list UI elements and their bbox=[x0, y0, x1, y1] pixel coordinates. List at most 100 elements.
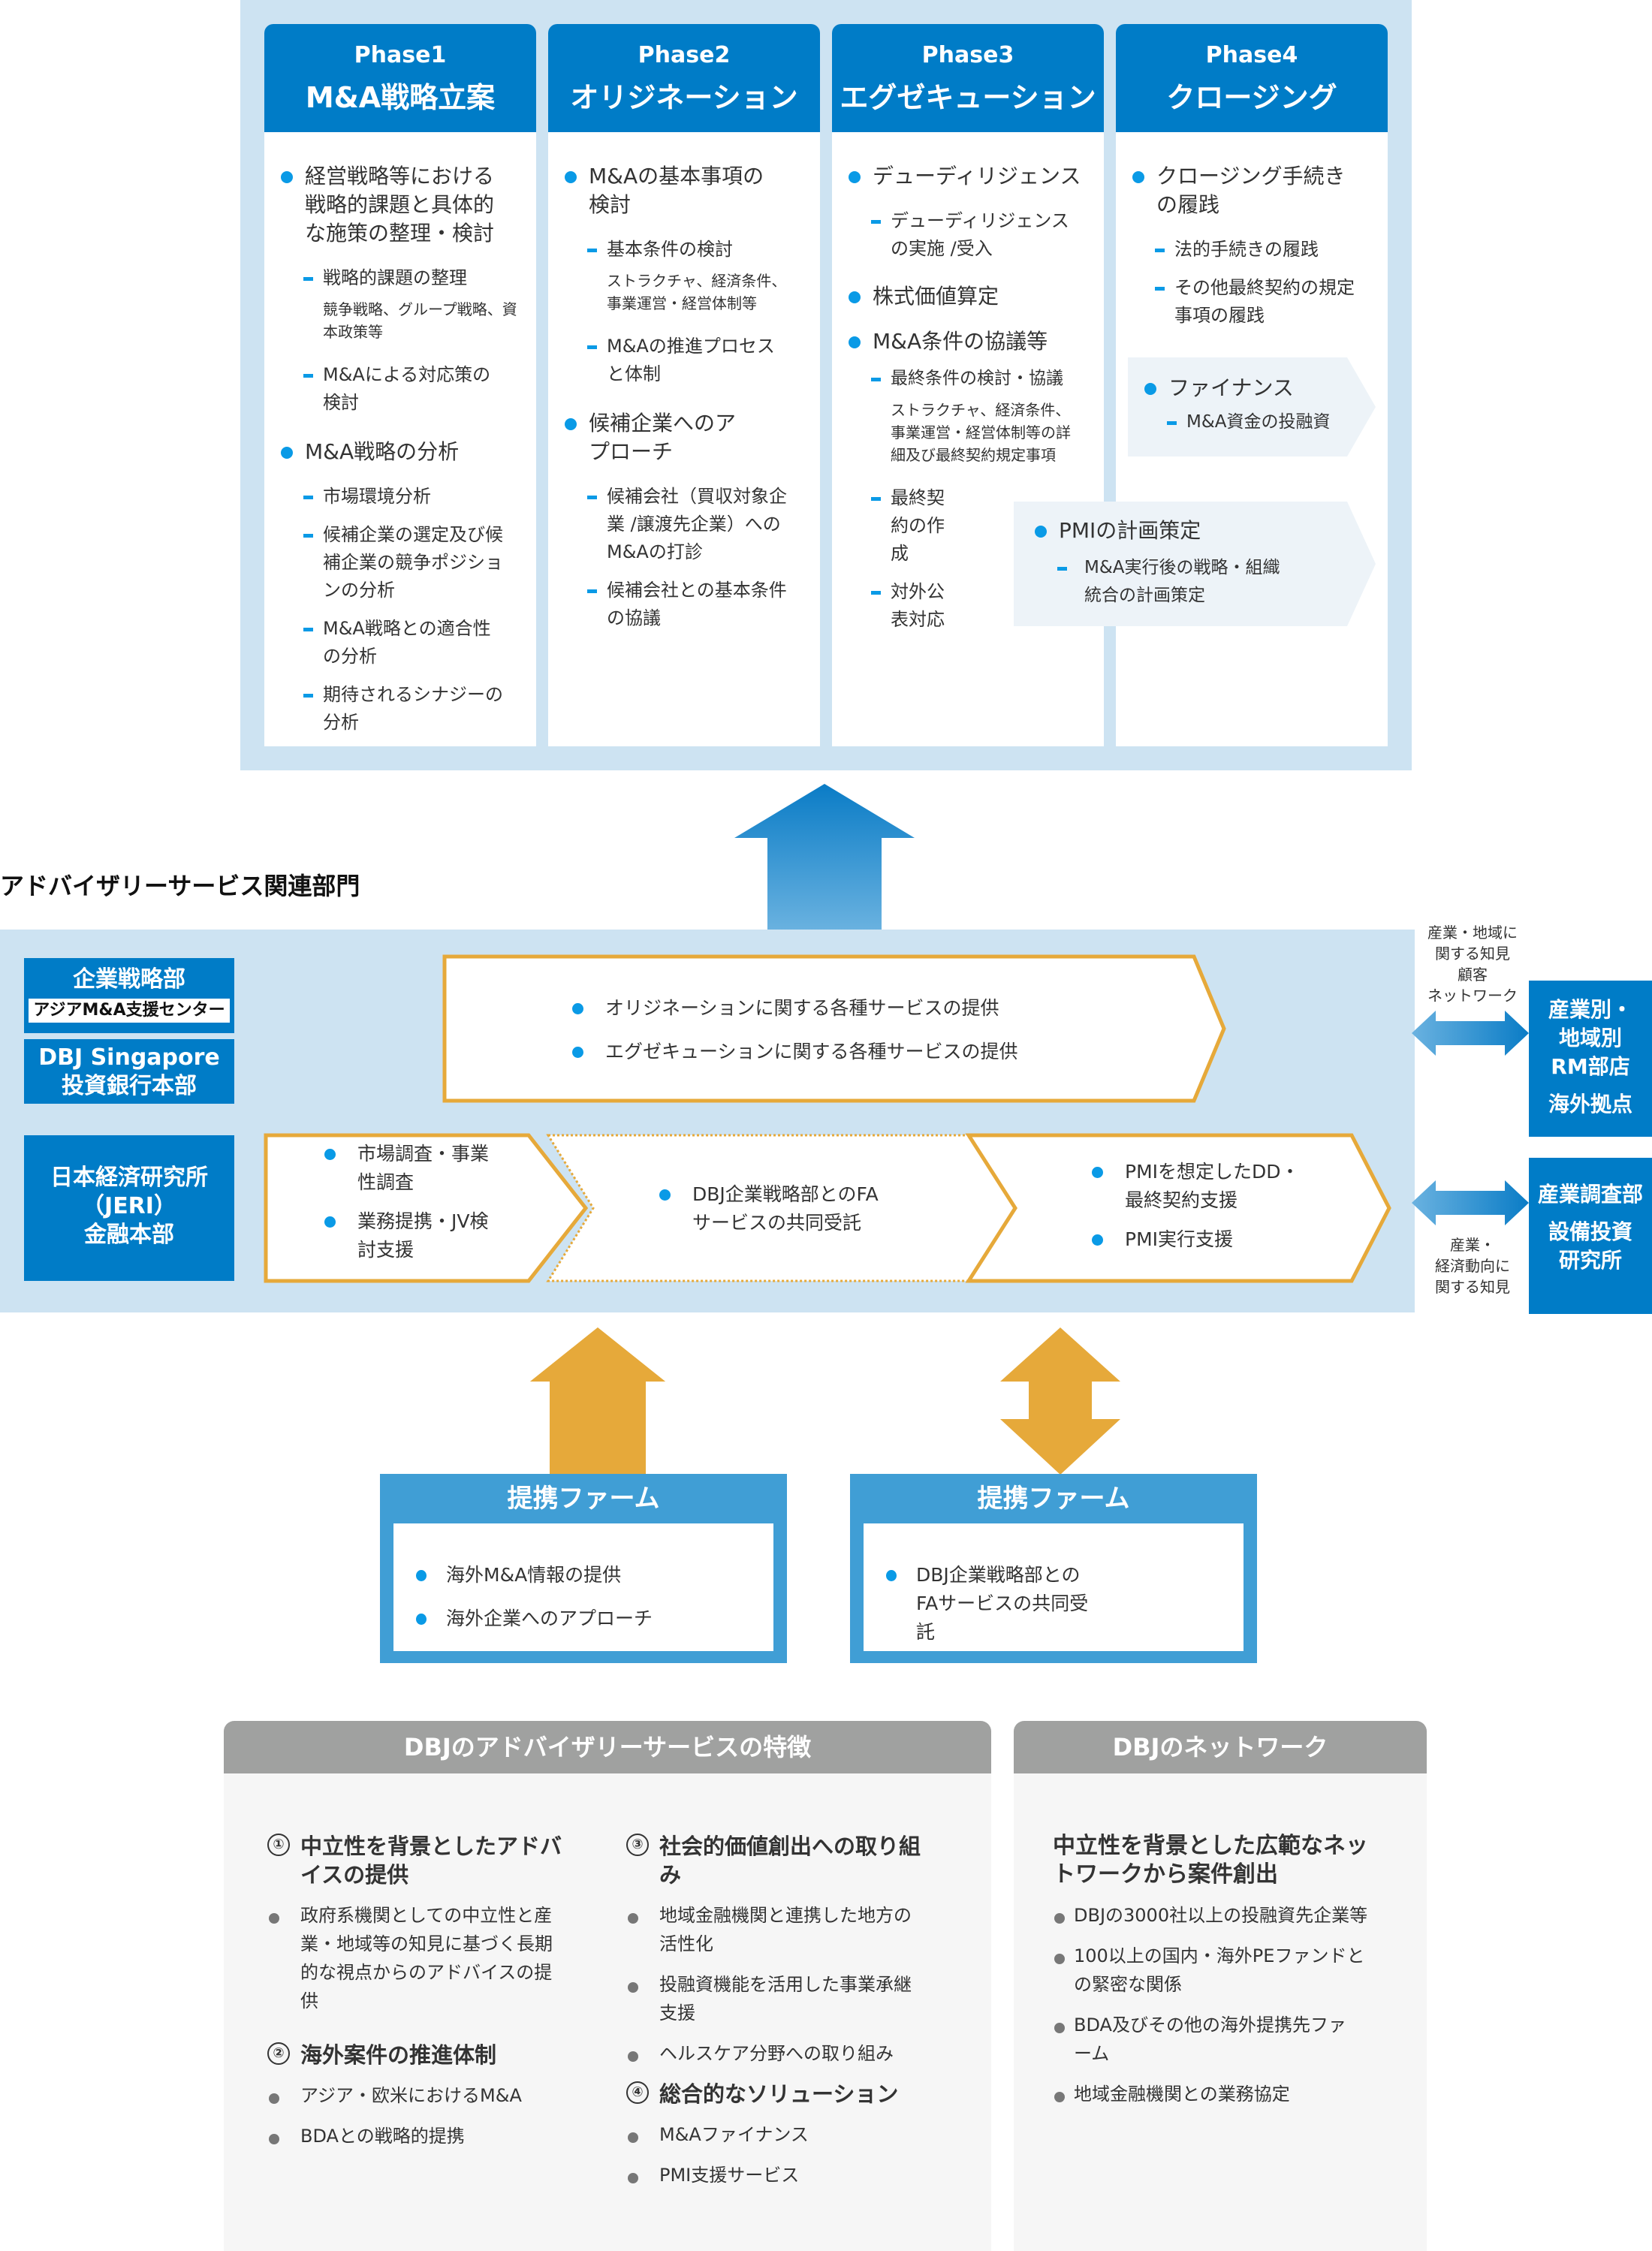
box-line: 研究所 bbox=[1558, 1248, 1622, 1273]
phase-item: 株式価値算定 bbox=[849, 282, 1089, 311]
middle-service-list: DBJ企業戦略部とのFAサービスの共同受託 bbox=[659, 1180, 885, 1237]
phase-subitem: 法的手続きの履践 bbox=[1132, 236, 1373, 264]
feature-group-title: ④ 総合的なソリューション bbox=[626, 2080, 934, 2108]
partner-item: 海外企業へのアプローチ bbox=[416, 1605, 754, 1633]
asia-center-tag: アジアM&A支援センター bbox=[29, 999, 230, 1023]
phase-subitem: 期待されるシナジーの分析 bbox=[281, 681, 506, 737]
dept-label: 投資銀行本部 bbox=[62, 1073, 197, 1099]
phase-1-header: Phase1 M&A戦略立案 bbox=[264, 24, 536, 132]
phase-subitem: 候補会社との基本条件の協議 bbox=[565, 577, 790, 632]
service-item: DBJ企業戦略部とのFAサービスの共同受託 bbox=[659, 1180, 885, 1237]
phase-item: 経営戦略等における戦略的課題と具体的な施策の整理・検討 bbox=[281, 162, 506, 248]
note-line: 経済動向に bbox=[1435, 1257, 1510, 1275]
feature-number: ② bbox=[267, 2042, 290, 2065]
phase-4-header: Phase4 クロージング bbox=[1116, 24, 1388, 132]
phase-number: Phase1 bbox=[354, 42, 447, 68]
phase-subitem: 最終条件の検討・協議 bbox=[849, 365, 1089, 393]
phase-item: M&A戦略の分析 bbox=[281, 438, 521, 466]
right-service-list: PMIを想定したDD・最終契約支援 PMI実行支援 bbox=[1092, 1158, 1317, 1254]
phase-title: エグゼキューション bbox=[840, 81, 1096, 114]
feature-number: ① bbox=[267, 1834, 290, 1856]
phase-3-header: Phase3 エグゼキューション bbox=[832, 24, 1104, 132]
partner-title: 提携ファーム bbox=[507, 1484, 660, 1514]
phase-item: クロージング手続きの履践 bbox=[1132, 162, 1358, 219]
right-service-chevron bbox=[965, 1133, 1391, 1283]
service-item: 業務提携・JV検討支援 bbox=[324, 1207, 490, 1264]
phase-item: 候補企業へのアプローチ bbox=[565, 409, 745, 466]
phase-title: クロージング bbox=[1166, 81, 1337, 114]
phase-subitem: M&A戦略との適合性の分析 bbox=[281, 615, 506, 670]
orange-up-arrow-icon bbox=[530, 1327, 665, 1475]
phase-item: M&Aの基本事項の検討 bbox=[565, 162, 782, 219]
note-line: 関する知見 bbox=[1435, 945, 1510, 963]
feature-item: BDAとの戦略的提携 bbox=[267, 2122, 568, 2150]
service-item: 市場調査・事業性調査 bbox=[324, 1140, 490, 1197]
orange-double-arrow-icon bbox=[1000, 1327, 1120, 1475]
feature-item: 政府系機関としての中立性と産業・地域等の知見に基づく長期的な視点からのアドバイス… bbox=[267, 1901, 553, 2015]
phase-note: ストラクチャ、経済条件、事業運営・経営体制等 bbox=[607, 272, 787, 312]
phase-3-column: Phase3 エグゼキューション デューディリジェンス デューディリジェンスの実… bbox=[832, 24, 1104, 746]
phase-subitem: デューディリジェンスの実施 /受入 bbox=[849, 207, 1081, 263]
partner-item: DBJ企業戦略部とのFAサービスの共同受託 bbox=[886, 1561, 1096, 1647]
finance-arrow-shape bbox=[1128, 357, 1376, 457]
pmi-plan-arrow-shape bbox=[1014, 502, 1376, 626]
phase-subitem: 候補会社（買収対象企業 /譲渡先企業）へのM&Aの打診 bbox=[565, 483, 797, 566]
double-arrow-top-icon bbox=[1412, 1011, 1529, 1056]
service-chevrons bbox=[264, 954, 1391, 1283]
phase-number: Phase2 bbox=[638, 42, 731, 68]
finance-label: ファイナンス bbox=[1144, 374, 1370, 402]
note-line: 産業・地域に bbox=[1427, 924, 1518, 942]
feature-item: M&Aファイナンス bbox=[626, 2120, 934, 2149]
feature-number: ④ bbox=[626, 2081, 649, 2104]
pmi-plan-label: PMIの計画策定 bbox=[1035, 517, 1350, 545]
service-item: エグゼキューションに関する各種サービスの提供 bbox=[572, 1038, 1018, 1066]
rm-branches-box: 産業別・ 地域別 RM部店 海外拠点 bbox=[1529, 981, 1652, 1137]
dept-corporate-strategy: 企業戦略部 アジアM&A支援センター bbox=[24, 958, 234, 1033]
dept-jeri-finance: 日本経済研究所 （JERI） 金融本部 bbox=[24, 1135, 234, 1281]
features-left-column: ① 中立性を背景としたアドバイスの提供 政府系機関としての中立性と産業・地域等の… bbox=[267, 1832, 568, 2162]
phase-item: M&A条件の協議等 bbox=[849, 327, 1089, 356]
box-line: RM部店 bbox=[1551, 1054, 1630, 1079]
partner-firm-card-2: 提携ファーム DBJ企業戦略部とのFAサービスの共同受託 bbox=[850, 1474, 1257, 1663]
features-right-column: ③ 社会的価値創出への取り組み 地域金融機関と連携した地方の活性化 投融資機能を… bbox=[626, 1832, 934, 2201]
feature-group-title: ② 海外案件の推進体制 bbox=[267, 2041, 568, 2069]
phase-subitem: 市場環境分析 bbox=[281, 483, 521, 511]
phase-note: 競争戦略、グループ戦略、資本政策等 bbox=[323, 300, 517, 341]
phase-subitem: M&Aによる対応策の検討 bbox=[281, 361, 499, 417]
phase-subitem: 戦略的課題の整理 bbox=[281, 264, 521, 292]
dept-label: 金融本部 bbox=[84, 1222, 174, 1248]
network-content: 中立性を背景とした広範なネットワークから案件創出 DBJの3000社以上の投融資… bbox=[1053, 1832, 1383, 2120]
phase-subitem: M&Aの推進プロセスと体制 bbox=[565, 333, 790, 388]
partner-item: 海外M&A情報の提供 bbox=[416, 1561, 754, 1590]
phase-subitem: 最終契約の作成 bbox=[849, 484, 954, 568]
pmi-plan-subitem: M&A実行後の戦略・組織統合の計画策定 bbox=[1035, 554, 1283, 610]
network-card: DBJのネットワーク 中立性を背景とした広範なネットワークから案件創出 DBJの… bbox=[1014, 1721, 1427, 2251]
finance-subitem: M&A資金の投融資 bbox=[1144, 408, 1370, 436]
features-card: DBJのアドバイザリーサービスの特徴 ① 中立性を背景としたアドバイスの提供 政… bbox=[224, 1721, 991, 2251]
box-line: 設備投資 bbox=[1548, 1219, 1632, 1244]
dept-label: DBJ Singapore bbox=[38, 1044, 220, 1071]
phase-2-column: Phase2 オリジネーション M&Aの基本事項の検討 基本条件の検討 ストラク… bbox=[548, 24, 820, 746]
section-heading: アドバイザリーサービス関連部門 bbox=[0, 872, 360, 900]
middle-service-chevron bbox=[546, 1134, 1039, 1282]
phase-subitem: 基本条件の検討 bbox=[565, 236, 805, 264]
note-line: ネットワーク bbox=[1427, 987, 1518, 1005]
partner-title: 提携ファーム bbox=[977, 1484, 1130, 1514]
box-line: 産業調査部 bbox=[1537, 1182, 1643, 1207]
feature-group-title: ③ 社会的価値創出への取り組み bbox=[626, 1832, 934, 1889]
partner-firm-card-1: 提携ファーム 海外M&A情報の提供 海外企業へのアプローチ bbox=[380, 1474, 787, 1663]
phase-subitem: 対外公表対応 bbox=[849, 578, 954, 634]
feature-title-text: 社会的価値創出への取り組み bbox=[659, 1834, 921, 1888]
phase-1-column: Phase1 M&A戦略立案 経営戦略等における戦略的課題と具体的な施策の整理・… bbox=[264, 24, 536, 746]
box-line: 地域別 bbox=[1558, 1026, 1622, 1050]
phases-panel: Phase1 M&A戦略立案 経営戦略等における戦略的課題と具体的な施策の整理・… bbox=[240, 0, 1412, 770]
advisory-departments-panel: 企業戦略部 アジアM&A支援センター DBJ Singapore 投資銀行本部 … bbox=[0, 930, 1415, 1312]
service-item: PMI実行支援 bbox=[1092, 1225, 1317, 1254]
phase-title: M&A戦略立案 bbox=[305, 81, 496, 114]
network-item: 地域金融機関との業務協定 bbox=[1053, 2080, 1383, 2108]
feature-title-text: 海外案件の推進体制 bbox=[300, 2042, 497, 2068]
dept-label: 日本経済研究所 bbox=[50, 1165, 208, 1191]
feature-item: アジア・欧米におけるM&A bbox=[267, 2081, 568, 2110]
dept-label: 企業戦略部 bbox=[73, 966, 185, 993]
double-arrow-bottom-icon bbox=[1412, 1180, 1529, 1225]
